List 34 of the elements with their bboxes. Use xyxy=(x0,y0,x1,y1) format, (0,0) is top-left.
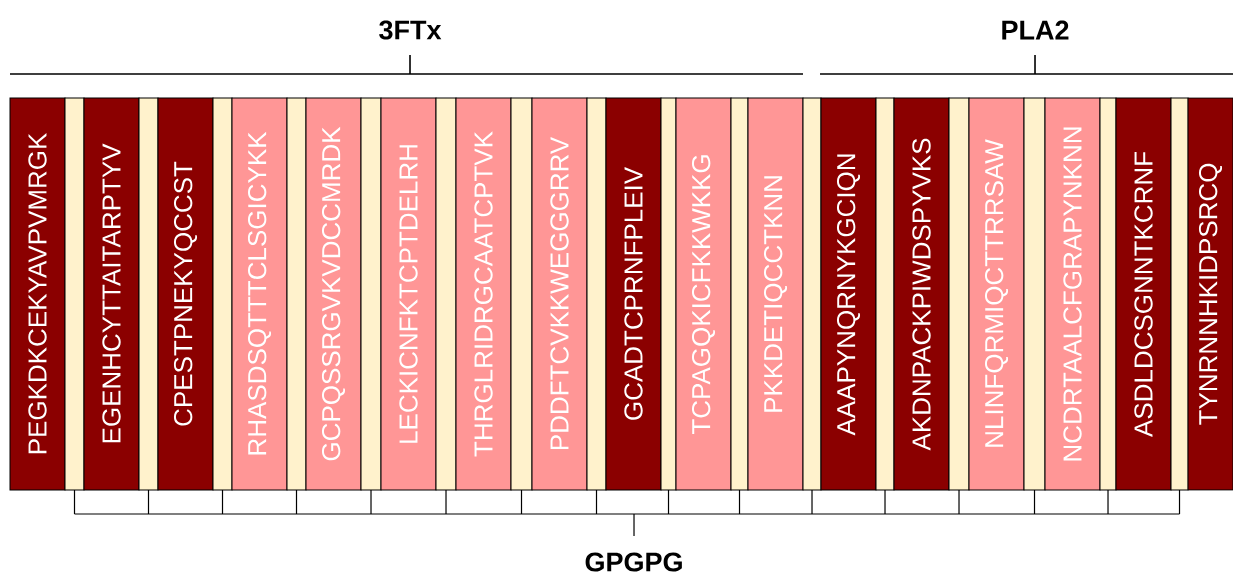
peptide-bar: LECKICNFKTCPTDELRH xyxy=(380,97,437,491)
linker-bar xyxy=(360,97,382,491)
peptide-bar: AAAPYNQRNYKGCIQN xyxy=(820,97,877,491)
linker-bar xyxy=(138,97,159,491)
linker-bar xyxy=(212,97,233,491)
peptide-bar: PKKDETIQCCTKNN xyxy=(747,97,804,491)
linker-bar xyxy=(1099,97,1117,491)
linker-bar xyxy=(286,97,307,491)
peptide-bar: PEGKDKCEKYAVPVMRGK xyxy=(9,97,66,491)
peptide-bar: RHASDSQTTTCLSGICYKK xyxy=(231,97,288,491)
linker-bar xyxy=(586,97,607,491)
group-label: 3FTx xyxy=(379,20,442,40)
peptide-bar: ASDLDCSGNNTKCRNF xyxy=(1115,97,1172,491)
peptide-bar: THRGLRIDRGCAATCPTVK xyxy=(455,97,512,491)
linker-bar xyxy=(1170,97,1189,491)
peptide-bar: NCDRTAALCFGRAPYNKNN xyxy=(1044,97,1101,491)
peptide-bar: AKDNPACKPIWDSPYVKS xyxy=(893,97,950,491)
peptide-bar: CPESTPNEKYQCCST xyxy=(157,97,214,491)
linker-bar xyxy=(802,97,822,491)
linker-bar xyxy=(1023,97,1046,491)
peptide-bar: PDDFTCVKKWEGGGRRV xyxy=(531,97,588,491)
peptide-bar: NLINFQRMIQCTTRRSAW xyxy=(968,97,1025,491)
peptide-bar: GCADTCPRNFPLEIV xyxy=(605,97,662,491)
peptide-bar: EGENHCYTTAITARPTYV xyxy=(83,97,140,491)
linker-bar xyxy=(948,97,970,491)
peptide-bar: TYNRNNHKIDPSRCQ xyxy=(1187,97,1233,491)
linker-bar xyxy=(435,97,457,491)
peptide-bar: GCPQSSRGVKVDCCMRDK xyxy=(305,97,362,491)
group-label: PLA2 xyxy=(1002,20,1069,40)
group-label: GPGPG xyxy=(585,552,682,572)
peptide-bar: TCPAGQKICFKKWKKG xyxy=(675,97,732,491)
linker-bar xyxy=(64,97,85,491)
linker-bar xyxy=(875,97,895,491)
linker-bar xyxy=(510,97,533,491)
